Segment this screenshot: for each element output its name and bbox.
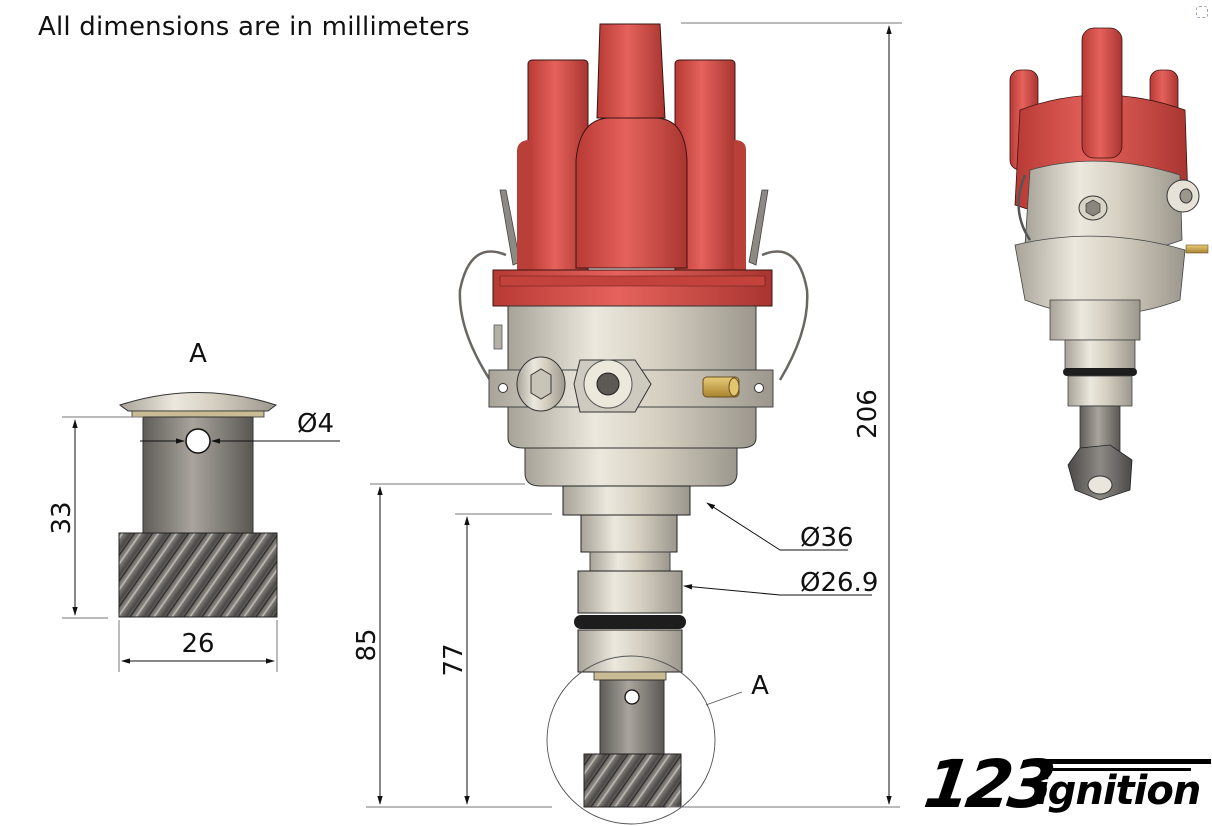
iso-center-tower bbox=[1081, 27, 1123, 159]
logo-word: ignition bbox=[1035, 768, 1201, 814]
dim-shaft-length: 77 bbox=[439, 643, 469, 676]
dim-hole-diameter: Ø4 bbox=[297, 409, 334, 439]
cap-body bbox=[575, 117, 688, 269]
dim-flange-to-bottom: 85 bbox=[352, 628, 382, 661]
detail-label-a: A bbox=[189, 339, 207, 369]
cap-flange bbox=[492, 269, 773, 307]
dim-body-diameter: Ø36 bbox=[800, 523, 854, 553]
dim-shaft-diameter: Ø26.9 bbox=[800, 568, 878, 598]
front-view bbox=[366, 22, 902, 825]
center-tower bbox=[596, 23, 666, 119]
units-note: All dimensions are in millimeters bbox=[38, 12, 470, 42]
isometric-view bbox=[1009, 27, 1209, 501]
helical-gear bbox=[118, 532, 278, 618]
detail-view-a bbox=[62, 392, 340, 672]
pin-hole bbox=[185, 428, 211, 454]
shaft-collar-26-9 bbox=[577, 570, 683, 614]
dim-detail-height: 33 bbox=[47, 501, 77, 534]
drive-gear bbox=[583, 753, 682, 808]
iso-gear bbox=[1067, 444, 1133, 501]
shaft-cap bbox=[118, 392, 278, 412]
dim-gear-width: 26 bbox=[181, 629, 214, 659]
dim-overall-height: 206 bbox=[853, 389, 883, 439]
expand-icon[interactable] bbox=[1196, 6, 1208, 18]
detail-circle-a bbox=[546, 655, 716, 825]
brand-logo: 123 ignition bbox=[920, 746, 1211, 823]
detail-callout-a: A bbox=[751, 671, 769, 701]
body-collar-36 bbox=[562, 485, 691, 516]
o-ring bbox=[574, 615, 686, 629]
